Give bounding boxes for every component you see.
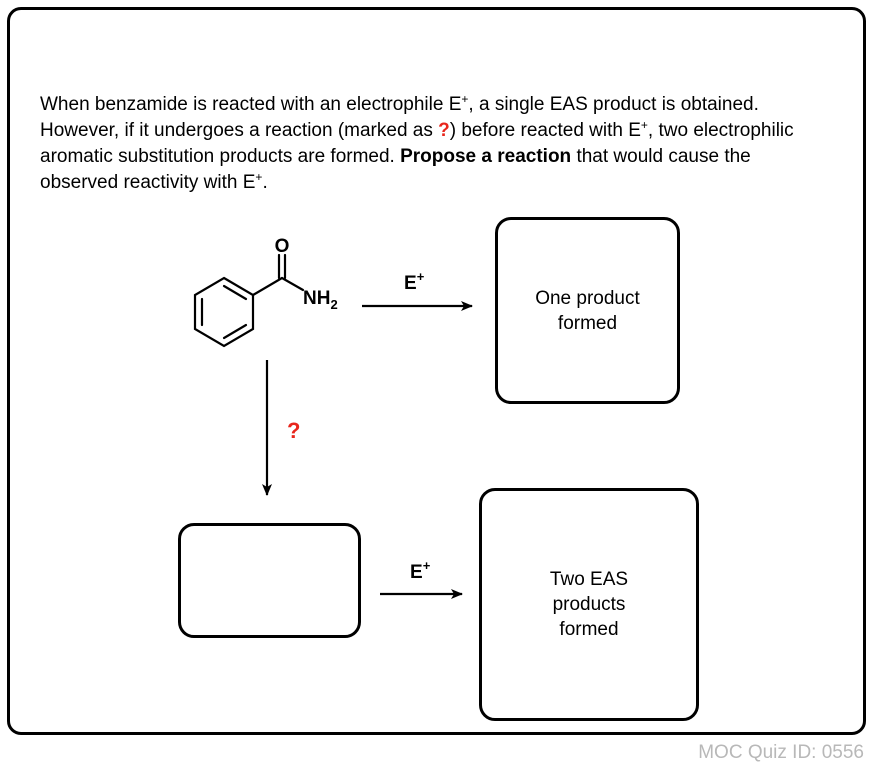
two-products-line: Two EAS bbox=[549, 569, 629, 590]
two-products-box: Two EAS products formed bbox=[479, 488, 699, 721]
one-product-line: formed bbox=[557, 312, 618, 334]
oxygen-label: O bbox=[275, 236, 290, 257]
quiz-frame bbox=[7, 7, 866, 735]
two-products-line: formed bbox=[559, 619, 619, 640]
ring-double-bond-1 bbox=[222, 284, 248, 301]
one-product-line: One product bbox=[535, 287, 640, 309]
question-mark-inline: ? bbox=[438, 120, 450, 141]
ring-double-bond-2 bbox=[222, 323, 248, 340]
top-reagent-label: E+ bbox=[404, 269, 425, 294]
amide-bond bbox=[280, 276, 305, 292]
carbonyl-carbon-bond bbox=[251, 276, 284, 297]
two-products-line: products bbox=[552, 594, 626, 615]
quiz-id-footer: MOC Quiz ID: 0556 bbox=[698, 742, 864, 763]
benzene-ring bbox=[193, 276, 255, 348]
bottom-reagent-label: E+ bbox=[410, 558, 431, 583]
intermediate-box bbox=[178, 523, 361, 638]
one-product-box: One product formed bbox=[495, 217, 680, 404]
benzamide-structure bbox=[193, 253, 305, 348]
unknown-reaction-label: ? bbox=[287, 418, 300, 443]
question-emphasis: Propose a reaction bbox=[400, 146, 572, 167]
amine-label: NH2 bbox=[303, 288, 338, 312]
question-text: When benzamide is reacted with an electr… bbox=[40, 92, 794, 193]
